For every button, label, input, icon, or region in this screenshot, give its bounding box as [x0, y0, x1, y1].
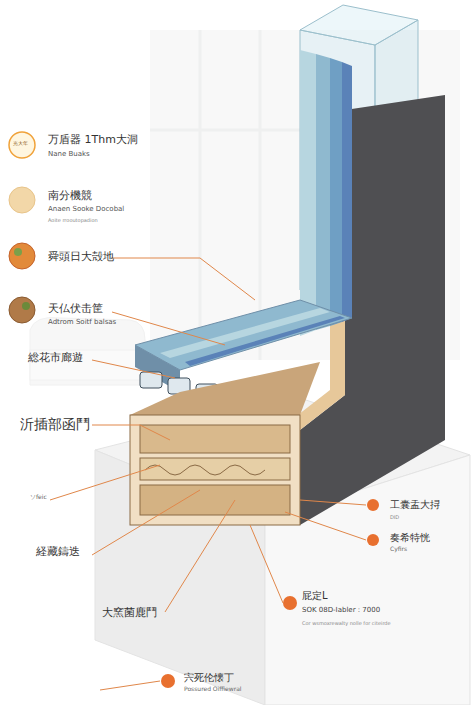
leader-line: [112, 258, 255, 300]
marker-dot: [367, 499, 379, 511]
callout-label: 舜頭日大殻地: [48, 251, 114, 264]
callout-label: Nane Buaks: [48, 150, 90, 158]
callout-label: 工囊盂大挦: [390, 499, 440, 511]
marker-dot: [283, 596, 297, 610]
callout-label: Cor wsmoxrewalty nolle for citeirde: [302, 621, 391, 627]
callout-label: Anaen Sooke Docobal: [48, 205, 124, 213]
leader-line: [92, 425, 170, 440]
base-layer: [140, 458, 290, 480]
base-top: [130, 362, 320, 415]
callout-label: 奏希特恍: [390, 532, 430, 544]
callout-label: 天仏伏击筐: [48, 303, 103, 316]
icon-circle: [9, 243, 35, 269]
callout-label: ソfeic: [30, 494, 47, 501]
base-layer: [140, 425, 290, 453]
window-transom: [150, 129, 300, 132]
callout-label: 経藏鑄迭: [36, 546, 80, 559]
glass-layer: [330, 58, 342, 326]
callout-label: 宍死伦懐丁: [184, 672, 234, 684]
window-mullion: [199, 30, 202, 360]
icon-circle: [9, 297, 35, 323]
leader-line: [100, 681, 160, 690]
icon-circle: [9, 187, 35, 213]
glass-layer: [342, 62, 352, 322]
leader-line: [112, 312, 225, 345]
glass-layer: [316, 54, 330, 330]
callout-label: SOK 08D-Iabler : 7000: [302, 606, 380, 614]
callout-label: 沂插部函鬥: [20, 416, 90, 432]
glass-layer: [300, 50, 316, 336]
icon-circle: [9, 132, 35, 158]
leader-line: [92, 490, 200, 555]
callout-label: 屁定L: [302, 590, 328, 602]
callout-label: Possured Oiffiewral: [184, 686, 241, 693]
callout-label: DID: [390, 515, 399, 521]
callout-label: Cyfirs: [390, 546, 407, 553]
leader-line: [250, 525, 283, 603]
glass-top: [300, 5, 418, 45]
sill-stripe: [185, 316, 345, 366]
leader-line: [300, 500, 366, 505]
leader-line: [165, 500, 235, 612]
leader-line: [92, 360, 175, 378]
leader-line: [50, 465, 160, 500]
leader-line: [285, 512, 366, 540]
callout-label: Adtrom Soitf balsas: [48, 318, 116, 326]
icon-detail: [22, 302, 30, 310]
marker-dot: [161, 674, 175, 688]
callout-label: 万盾器 1Thm大洞: [48, 134, 138, 147]
callout-label: Aoite rrooutopadion: [48, 218, 98, 224]
callout-label: 南分機競: [48, 190, 92, 203]
callout-label: 大窯菌鹿鬥: [102, 607, 157, 620]
base-layer: [140, 485, 290, 515]
callout-label: 総花市廊遊: [28, 352, 83, 365]
callout-label: 光大年: [13, 141, 28, 147]
marker-dot: [367, 534, 379, 546]
insulation-wave: [145, 465, 265, 475]
base-box: [130, 415, 300, 525]
icon-detail: [14, 248, 22, 256]
sill-profile: [135, 300, 352, 370]
